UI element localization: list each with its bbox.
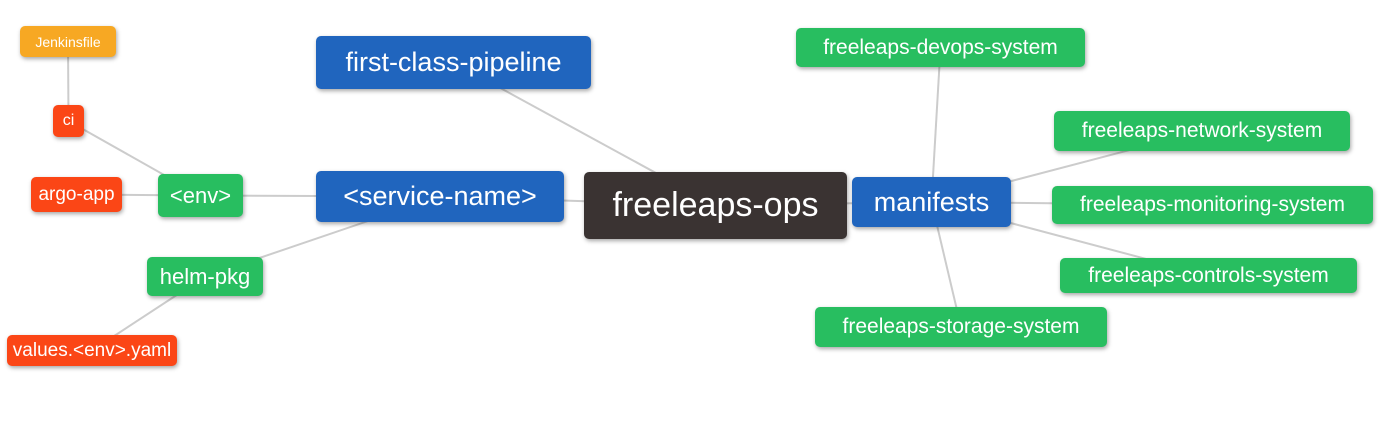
node-freeleaps-monitoring-system[interactable]: freeleaps-monitoring-system: [1052, 186, 1373, 224]
node-argo-app[interactable]: argo-app: [31, 177, 122, 212]
node-values-env-yaml[interactable]: values.<env>.yaml: [7, 335, 177, 366]
node-helm-pkg[interactable]: helm-pkg: [147, 257, 263, 296]
node-env[interactable]: <env>: [158, 174, 243, 217]
node-freeleaps-controls-system[interactable]: freeleaps-controls-system: [1060, 258, 1357, 293]
node-first-class-pipeline[interactable]: first-class-pipeline: [316, 36, 591, 89]
node-freeleaps-storage-system[interactable]: freeleaps-storage-system: [815, 307, 1107, 347]
node-freeleaps-devops-system[interactable]: freeleaps-devops-system: [796, 28, 1085, 67]
node-freeleaps-network-system[interactable]: freeleaps-network-system: [1054, 111, 1350, 151]
node-jenkinsfile[interactable]: Jenkinsfile: [20, 26, 116, 57]
node-ci[interactable]: ci: [53, 105, 84, 137]
node-service-name[interactable]: <service-name>: [316, 171, 564, 222]
edge-manifests-devops: [930, 47, 942, 203]
node-manifests[interactable]: manifests: [852, 177, 1011, 227]
node-freeleaps-ops[interactable]: freeleaps-ops: [584, 172, 847, 239]
